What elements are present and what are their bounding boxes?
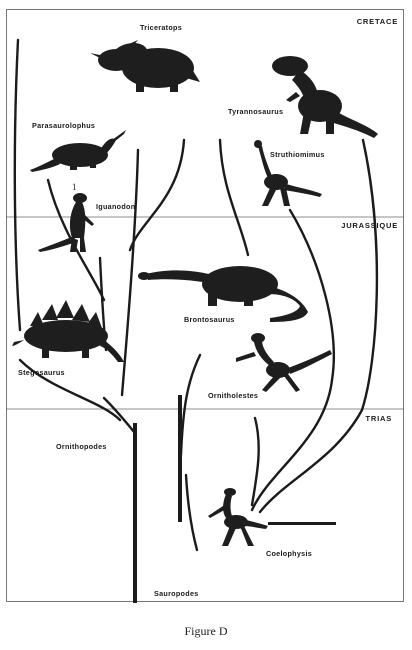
figure-caption: Figure D: [185, 624, 228, 638]
diagram-frame: [6, 9, 404, 602]
label-coelophysis: Coelophysis: [266, 549, 312, 558]
era-label-cretace: CRETACE: [357, 17, 398, 26]
stegosaurus-silhouette: [12, 300, 124, 362]
ornithopod-stem-bar: [133, 423, 137, 603]
label-parasaurolophus: Parasaurolophus: [32, 121, 95, 130]
label-tyrannosaurus: Tyrannosaurus: [228, 107, 283, 116]
label-brontosaurus: Brontosaurus: [184, 315, 235, 324]
label-sauropodes: Sauropodes: [154, 589, 199, 598]
label-iguanodon: Iguanodon: [96, 202, 135, 211]
triceratops-silhouette: [90, 40, 200, 92]
iguanodon-silhouette: [38, 193, 94, 252]
label-ornithopodes: Ornithopodes: [56, 442, 107, 451]
sauropod-stem-bar: [178, 395, 182, 522]
struthiomimus-silhouette: [254, 140, 322, 206]
tyrannosaurus-silhouette: [272, 56, 378, 138]
label-ornitholestes: Ornitholestes: [208, 391, 258, 400]
coelophysis-bar: [268, 522, 336, 525]
label-struthiomimus: Struthiomimus: [270, 150, 325, 159]
label-triceratops: Triceratops: [140, 23, 182, 32]
branch-lines: [13, 38, 379, 552]
parasaurolophus-silhouette: [30, 130, 126, 172]
marker-number: 1: [72, 182, 77, 192]
era-label-trias: TRIAS: [366, 414, 393, 423]
ornitholestes-silhouette: [236, 333, 332, 392]
era-label-jurassique: JURASSIQUE: [341, 221, 398, 230]
label-stegosaurus: Stegosaurus: [18, 368, 65, 377]
coelophysis-silhouette: [208, 488, 268, 546]
brontosaurus-silhouette: [138, 266, 308, 322]
